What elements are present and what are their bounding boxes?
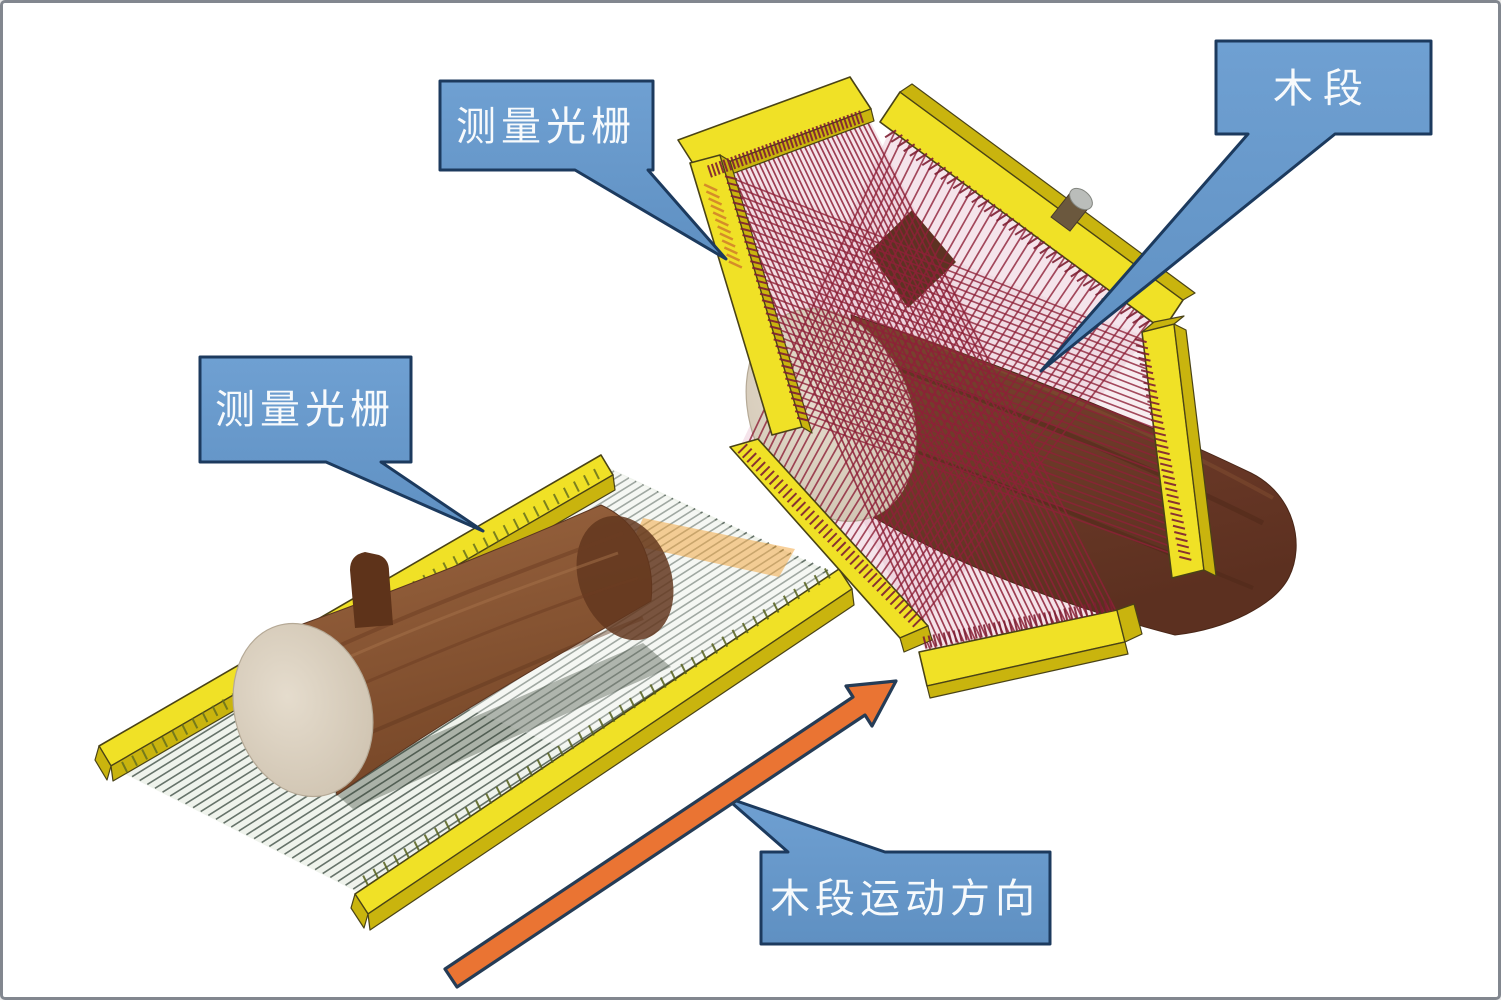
lower-log-grain (312, 551, 619, 675)
upper-log-stub-face (1069, 187, 1093, 211)
frame-bar-bottom-left-side (899, 625, 933, 653)
wire-bundle-orange (703, 183, 743, 269)
teeth-bottom-left-bar (737, 443, 923, 628)
lower-log-cut-face (232, 622, 374, 798)
callout-grating-top-text: 测量光栅 (456, 105, 636, 149)
platform-rail-near-teeth (362, 567, 831, 887)
callout-log-text: 木段 (1273, 67, 1373, 111)
platform-rail-near-endcap (350, 893, 369, 929)
frame-bar-right-side (1173, 323, 1217, 577)
grating-wires-horizontal (723, 174, 1193, 562)
lower-log-shadow (323, 643, 671, 809)
lower-log-grain (322, 531, 624, 655)
callout-grating-left-bubble (198, 355, 485, 533)
callout-measuring-grating-left: 测量光栅 (198, 355, 485, 533)
upper-grating-assembly (677, 76, 1297, 699)
platform-glow (631, 518, 795, 577)
diagram-canvas: 木段运动方向 测量光栅 木段 测量光栅 (94, 39, 1433, 989)
platform-rail-far-endcap (94, 745, 112, 781)
callout-grating-left-text: 测量光栅 (215, 388, 395, 432)
lower-log-branch-stub (350, 552, 393, 628)
frame-bar-top-right-side (899, 83, 1196, 301)
callout-log-label: 木段 (1039, 39, 1433, 373)
callout-direction-text: 木段运动方向 (770, 877, 1040, 921)
platform-rail-near-side (367, 588, 855, 931)
frame-bar-right-cap (1141, 315, 1185, 333)
teeth-bottom-bar (922, 599, 1114, 649)
teeth-right-bar (1134, 338, 1192, 561)
callout-direction-bubble (723, 795, 1052, 946)
callout-grating-top-bubble (438, 79, 728, 261)
callout-direction-label: 木段运动方向 (723, 795, 1052, 946)
frame-bar-bottom-side (926, 641, 1129, 699)
lower-log-grain (332, 616, 644, 750)
callout-log-bubble (1039, 39, 1433, 373)
teeth-left-bar (724, 175, 810, 422)
lower-log (232, 504, 674, 809)
teeth-top-left-bar (706, 110, 865, 178)
callout-measuring-grating-top: 测量光栅 (438, 79, 728, 261)
lower-log-far-end (576, 515, 674, 641)
direction-arrow (443, 679, 898, 989)
frame-bar-bottom-endcap (1116, 603, 1143, 643)
